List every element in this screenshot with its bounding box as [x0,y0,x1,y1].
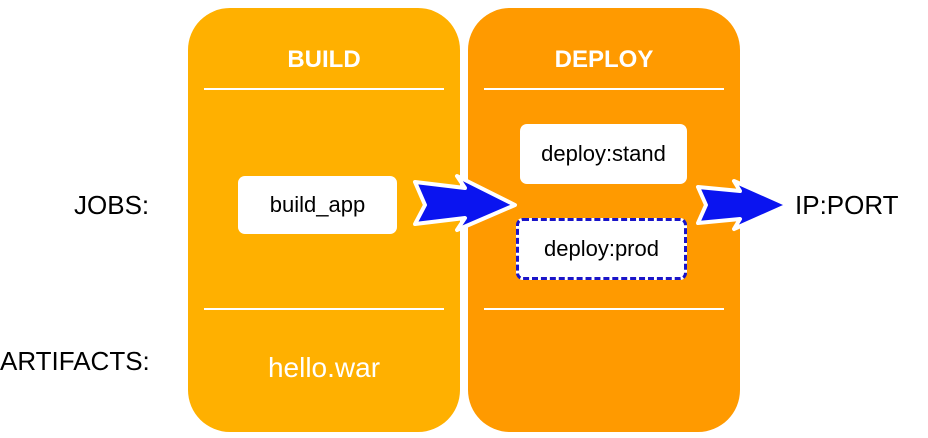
deploy-bottom-divider [484,308,724,310]
build-stage: BUILD build_app hello.war [188,8,460,432]
deploy-stage: DEPLOY deploy:stand deploy:prod [468,8,740,432]
deploy-top-divider [484,88,724,90]
deploy-to-endpoint-arrow [696,179,790,231]
build-app-job[interactable]: build_app [238,176,397,234]
build-to-deploy-arrow [413,174,517,232]
build-bottom-divider [204,308,444,310]
build-artifact: hello.war [267,352,381,383]
deploy-stand-job[interactable]: deploy:stand [520,124,687,184]
jobs-row-label: JOBS: [74,190,150,220]
artifacts-row-label: ARTIFACTS: [0,346,150,376]
build-stage-title: BUILD [287,46,361,73]
build-top-divider [204,88,444,90]
endpoint-label: IP:PORT [795,190,899,220]
deploy-prod-job[interactable]: deploy:prod [516,218,687,280]
deploy-stage-title: DEPLOY [554,46,654,73]
